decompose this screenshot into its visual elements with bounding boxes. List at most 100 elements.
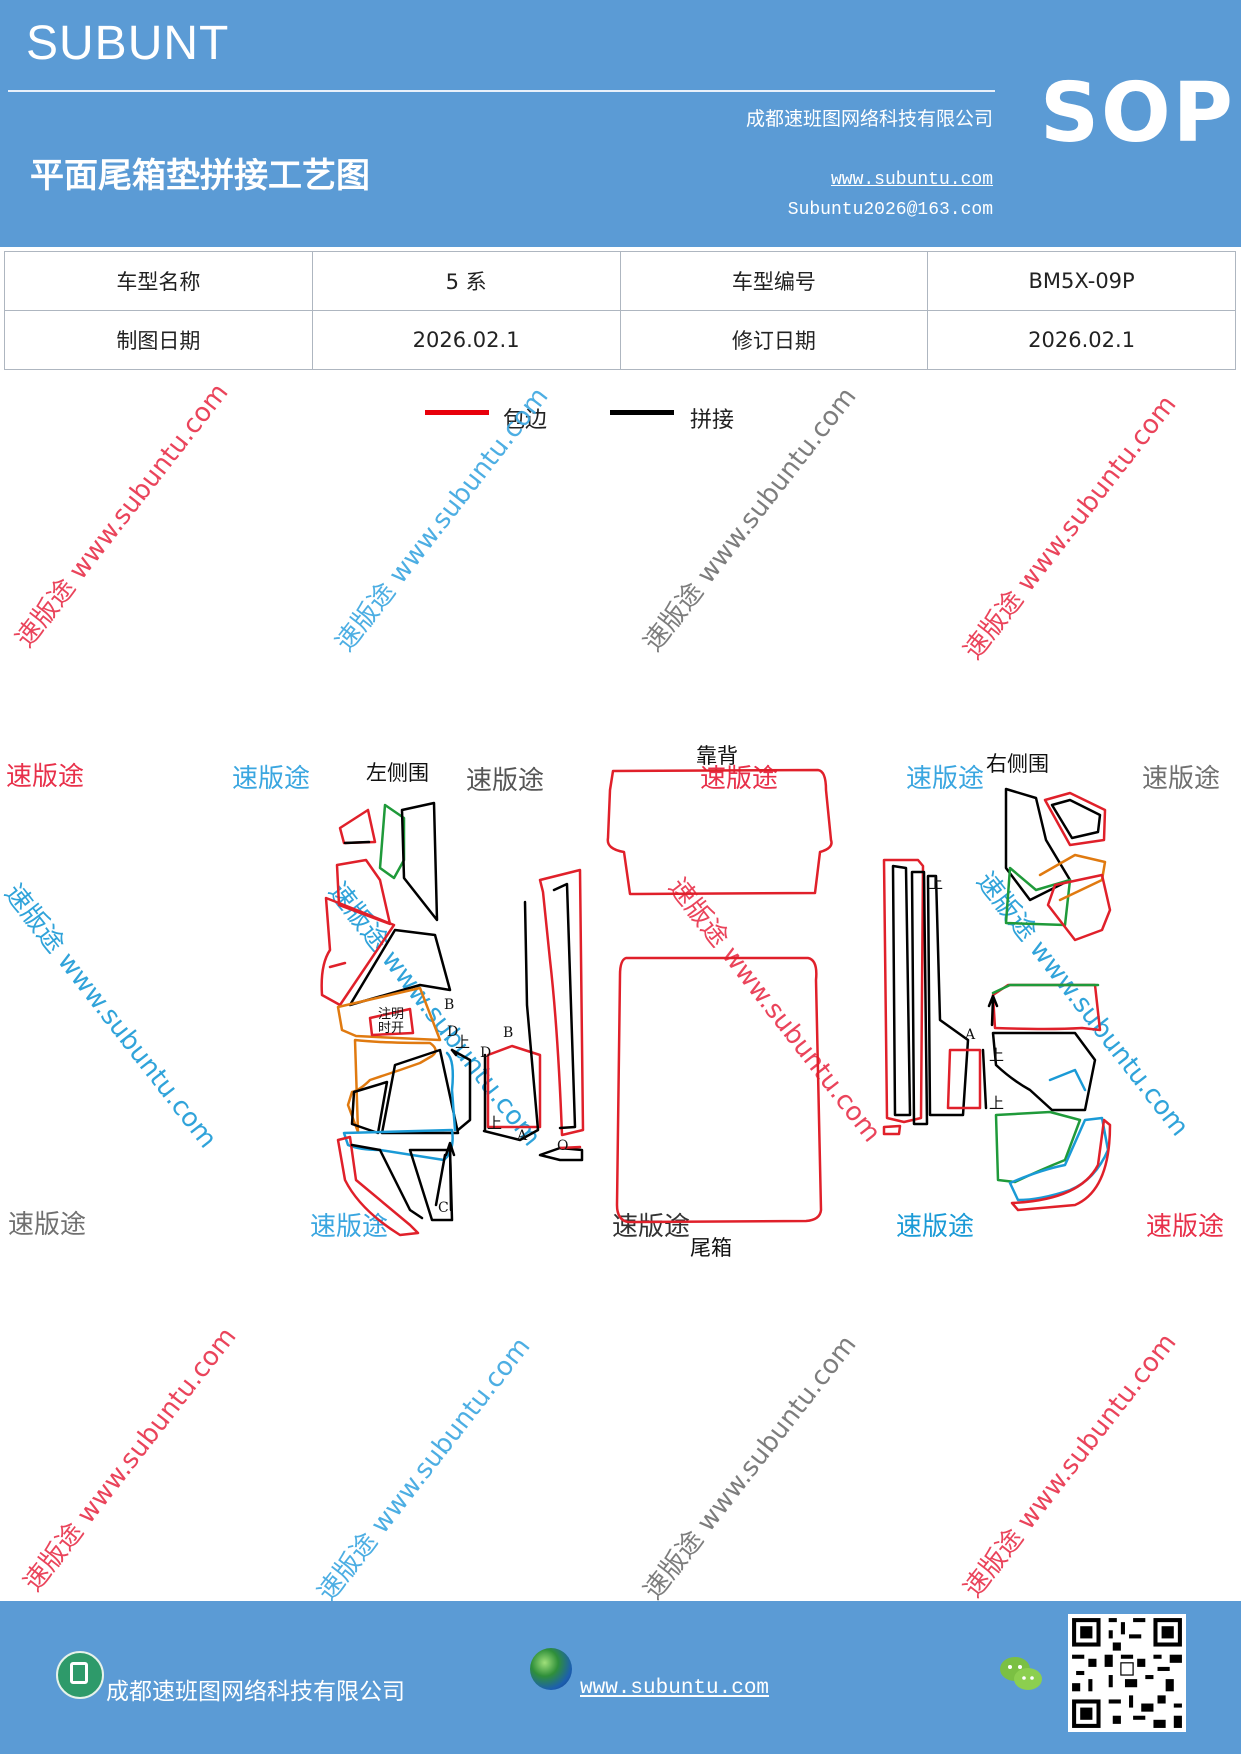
draw-date-value: 2026.02.1 (311, 310, 621, 370)
up-marker: 上 (989, 1046, 1005, 1064)
header-divider (8, 90, 995, 92)
watermark-text: 速版途 (466, 766, 545, 796)
watermark-text: 速版途 (700, 764, 779, 794)
up-marker: 上 (455, 1033, 471, 1051)
right-piece (946, 1048, 982, 1110)
left-piece (450, 1048, 472, 1132)
model-code-label: 车型编号 (619, 251, 929, 311)
sop-badge: SOP (1040, 66, 1235, 161)
watermark-text: 速版途 (8, 1210, 87, 1240)
watermark-text: 速版途 (1142, 764, 1221, 794)
page-title: 平面尾箱垫拼接工艺图 (30, 156, 370, 196)
table-row: 车型名称 5 系 车型编号 BM5X-09P (4, 251, 1236, 311)
left-piece (335, 858, 392, 926)
legend-edge-swatch (425, 410, 489, 415)
left-side-label: 左侧围 (366, 761, 429, 785)
left-piece (342, 1128, 454, 1162)
left-piece (336, 1135, 420, 1237)
wechat-icon[interactable] (998, 1654, 1044, 1694)
trunk-label: 尾箱 (690, 1236, 732, 1260)
backrest-piece (606, 768, 833, 896)
right-piece (926, 874, 970, 1117)
model-name-value: 5 系 (311, 251, 621, 311)
left-piece (400, 801, 439, 922)
left-piece (445, 1051, 457, 1132)
right-piece (882, 1124, 902, 1136)
brand-name: SUBUNT (26, 17, 230, 70)
revision-date-label: 修订日期 (619, 310, 929, 370)
qr-code (1068, 1614, 1186, 1732)
left-piece (343, 840, 371, 845)
marker-letter: D (480, 1045, 492, 1061)
left-piece (320, 896, 396, 1007)
website-link[interactable]: www.subuntu.com (830, 170, 993, 190)
right-piece (1046, 873, 1112, 942)
building-icon (56, 1651, 104, 1699)
info-table: 车型名称 5 系 车型编号 BM5X-09P 制图日期 2026.02.1 修订… (4, 251, 1236, 370)
arrow-marker (987, 994, 999, 1027)
right-piece (1008, 1116, 1110, 1202)
marker-letter: D (447, 1024, 459, 1040)
marker-letter: C (438, 1200, 449, 1216)
email-text: Subuntu2026@163.com (787, 200, 993, 220)
up-marker: 上 (487, 1114, 503, 1132)
right-piece (991, 1031, 1097, 1112)
left-piece (368, 1007, 415, 1037)
right-piece (991, 983, 1102, 1032)
left-piece (348, 928, 452, 1007)
right-piece (882, 858, 925, 1124)
legend-seam-swatch (610, 410, 674, 415)
watermark-text: 速版途 (896, 1212, 975, 1242)
legend-seam-label: 拼接 (690, 408, 735, 433)
revision-date-value: 2026.02.1 (927, 310, 1236, 370)
left-piece (450, 1048, 458, 1057)
left-piece (408, 1148, 454, 1222)
company-name: 成都速班图网络科技有限公司 (745, 108, 993, 130)
note-label: 注明时开 (378, 1007, 405, 1036)
up-marker: 上 (989, 1094, 1005, 1112)
right-piece (1048, 1068, 1087, 1092)
globe-icon (530, 1648, 572, 1690)
footer-company: 成都速班图网络科技有限公司 (106, 1679, 405, 1705)
right-piece (891, 864, 912, 1117)
footer-website-link[interactable]: www.subuntu.com (580, 1677, 770, 1700)
trunk-piece (615, 956, 823, 1224)
left-piece (486, 1044, 542, 1129)
watermark-text: 速版途 (1146, 1212, 1225, 1242)
watermark-text: 速版途 (6, 762, 85, 792)
model-name-label: 车型名称 (4, 251, 313, 311)
right-piece (1050, 798, 1102, 840)
right-piece (910, 870, 929, 1126)
up-marker: 上 (928, 874, 944, 892)
watermark-text: 速版途 (612, 1212, 691, 1242)
right-piece (1038, 853, 1107, 902)
left-piece (380, 1048, 460, 1135)
backrest-label: 靠背 (696, 744, 738, 768)
left-piece (350, 1143, 424, 1220)
right-piece (981, 1048, 988, 1110)
left-piece (434, 1153, 447, 1207)
left-piece (338, 808, 377, 845)
left-piece (482, 900, 540, 1142)
left-piece (328, 961, 347, 969)
watermark-text: 速版途 (906, 764, 985, 794)
right-piece (991, 983, 1100, 995)
arrow-marker (444, 1141, 456, 1212)
left-piece (336, 986, 442, 1042)
marker-letter: O (557, 1138, 569, 1154)
model-code-value: BM5X-09P (927, 251, 1236, 311)
header-banner (0, 0, 1241, 247)
marker-letter: B (444, 997, 455, 1013)
right-piece (1004, 866, 1072, 927)
left-piece (538, 868, 585, 1137)
right-side-label: 右侧围 (986, 752, 1049, 776)
left-piece (552, 882, 577, 1130)
left-piece (558, 1145, 582, 1150)
legend-edge-label: 包边 (503, 408, 548, 433)
left-piece (538, 1146, 584, 1162)
right-piece (1010, 1118, 1112, 1212)
watermark-text: 速版途 (232, 764, 311, 794)
draw-date-label: 制图日期 (4, 310, 313, 370)
marker-letter: A (517, 1128, 528, 1144)
